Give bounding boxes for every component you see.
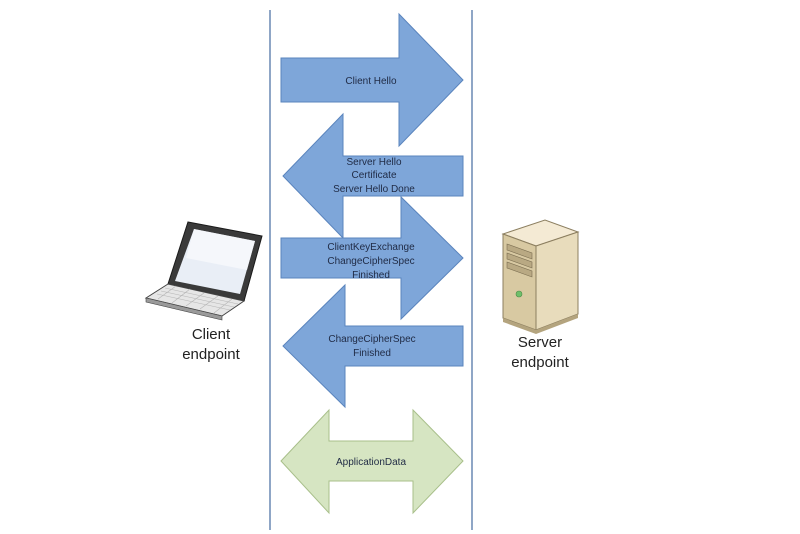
server-hello-done-label: Server Hello Done	[333, 184, 415, 195]
server-label-line2: endpoint	[511, 354, 569, 371]
finished-label-2: Finished	[353, 348, 391, 359]
client-key-exchange-label: ClientKeyExchange	[327, 242, 415, 253]
application-data-label: ApplicationData	[336, 457, 406, 468]
application-data-arrow	[280, 408, 464, 515]
laptop-icon	[144, 221, 263, 321]
change-cipher-spec-label-1: ChangeCipherSpec	[327, 256, 414, 267]
client-key-exchange-arrow	[280, 195, 464, 321]
finished-label-1: Finished	[352, 270, 390, 281]
client-label-line1: Client	[192, 326, 231, 343]
server-tower-icon	[501, 219, 580, 334]
client-label-line2: endpoint	[182, 346, 240, 363]
server-label-line1: Server	[518, 334, 562, 351]
certificate-label: Certificate	[351, 170, 396, 181]
change-cipher-spec-label-2: ChangeCipherSpec	[328, 334, 415, 345]
server-hello-arrow	[282, 112, 464, 240]
server-hello-label: Server Hello	[346, 157, 401, 168]
client-hello-arrow	[280, 12, 464, 148]
change-cipher-spec-arrow	[282, 283, 464, 409]
client-hello-label: Client Hello	[345, 76, 397, 87]
